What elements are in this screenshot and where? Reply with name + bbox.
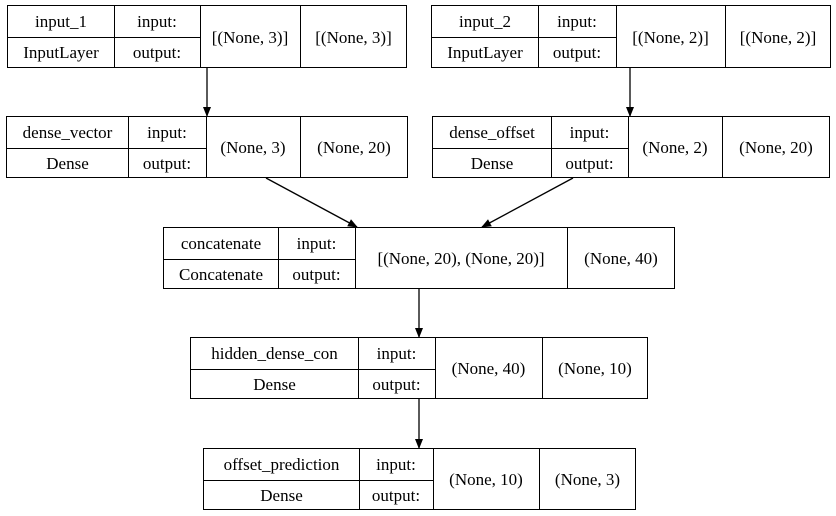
input-shape: [(None, 2)] xyxy=(632,27,709,47)
node-name: input_1 xyxy=(35,12,87,31)
divider xyxy=(355,228,356,288)
input-shape: [(None, 3)] xyxy=(211,27,289,47)
edge-dense-vector-to-concatenate xyxy=(265,177,358,228)
node-name: offset_prediction xyxy=(223,455,340,474)
divider xyxy=(359,449,360,509)
divider xyxy=(539,449,540,509)
input-label: input: xyxy=(376,455,416,474)
output-label: output: xyxy=(552,43,602,62)
output-shape: (None, 20) xyxy=(317,138,391,157)
output-label: output: xyxy=(565,153,614,173)
output-shape: (None, 20) xyxy=(739,138,813,157)
input-shape: [(None, 20), (None, 20)] xyxy=(377,249,545,268)
divider xyxy=(435,338,436,398)
input-shape: (None, 3) xyxy=(220,138,286,157)
output-label: output: xyxy=(371,485,421,505)
input-label: input: xyxy=(557,12,597,31)
node-name: input_2 xyxy=(459,12,511,31)
divider xyxy=(128,117,129,177)
input-label: input: xyxy=(137,12,177,31)
divider xyxy=(7,148,206,149)
node-concatenate: concatenate Concatenate input: output: [… xyxy=(163,227,675,289)
output-label: output: xyxy=(132,43,182,62)
divider xyxy=(542,338,543,398)
node-type: Dense xyxy=(46,153,89,173)
input-shape: (None, 10) xyxy=(449,470,523,489)
divider xyxy=(433,449,434,509)
node-name: dense_vector xyxy=(22,123,113,142)
node-type: Dense xyxy=(260,485,303,505)
output-shape: [(None, 3)] xyxy=(315,27,392,47)
output-shape: (None, 40) xyxy=(584,249,658,268)
node-type: Dense xyxy=(470,153,514,173)
output-label: output: xyxy=(142,153,192,173)
output-label: output: xyxy=(292,264,341,284)
divider xyxy=(433,148,628,149)
output-shape: (None, 10) xyxy=(558,359,632,378)
divider xyxy=(725,6,726,67)
divider xyxy=(204,480,433,481)
node-input-1: input_1 InputLayer input: output: [(None… xyxy=(7,5,407,68)
divider xyxy=(538,6,539,67)
input-label: input: xyxy=(569,123,610,142)
output-shape: (None, 3) xyxy=(554,470,621,489)
node-hidden-dense-con: hidden_dense_con Dense input: output: (N… xyxy=(190,337,648,399)
output-shape: [(None, 2)] xyxy=(739,27,817,47)
input-label: input: xyxy=(296,234,337,253)
divider xyxy=(300,117,301,177)
divider xyxy=(191,369,435,370)
input-shape: (None, 2) xyxy=(642,138,708,157)
output-label: output: xyxy=(372,374,421,394)
node-type: InputLayer xyxy=(23,43,99,62)
input-shape: (None, 40) xyxy=(451,359,526,378)
node-dense-vector: dense_vector Dense input: output: (None,… xyxy=(6,116,408,178)
divider xyxy=(206,117,207,177)
divider xyxy=(8,37,200,38)
node-name: hidden_dense_con xyxy=(211,344,338,363)
divider xyxy=(358,338,359,398)
divider xyxy=(164,259,355,260)
node-type: Concatenate xyxy=(178,264,263,284)
node-name: dense_offset xyxy=(449,123,535,142)
divider xyxy=(300,6,301,67)
divider xyxy=(278,228,279,288)
divider xyxy=(722,117,723,177)
node-input-2: input_2 InputLayer input: output: [(None… xyxy=(431,5,831,68)
input-label: input: xyxy=(147,123,187,142)
node-type: InputLayer xyxy=(447,43,523,62)
node-name: concatenate xyxy=(180,234,262,253)
divider xyxy=(616,6,617,67)
node-type: Dense xyxy=(253,374,296,394)
divider xyxy=(567,228,568,288)
divider xyxy=(628,117,629,177)
divider xyxy=(114,6,115,67)
divider xyxy=(432,37,616,38)
node-offset-prediction: offset_prediction Dense input: output: (… xyxy=(203,448,636,510)
input-label: input: xyxy=(376,344,417,363)
divider xyxy=(200,6,201,67)
edge-dense-offset-to-concatenate xyxy=(481,177,574,228)
node-dense-offset: dense_offset Dense input: output: (None,… xyxy=(432,116,830,178)
divider xyxy=(551,117,552,177)
